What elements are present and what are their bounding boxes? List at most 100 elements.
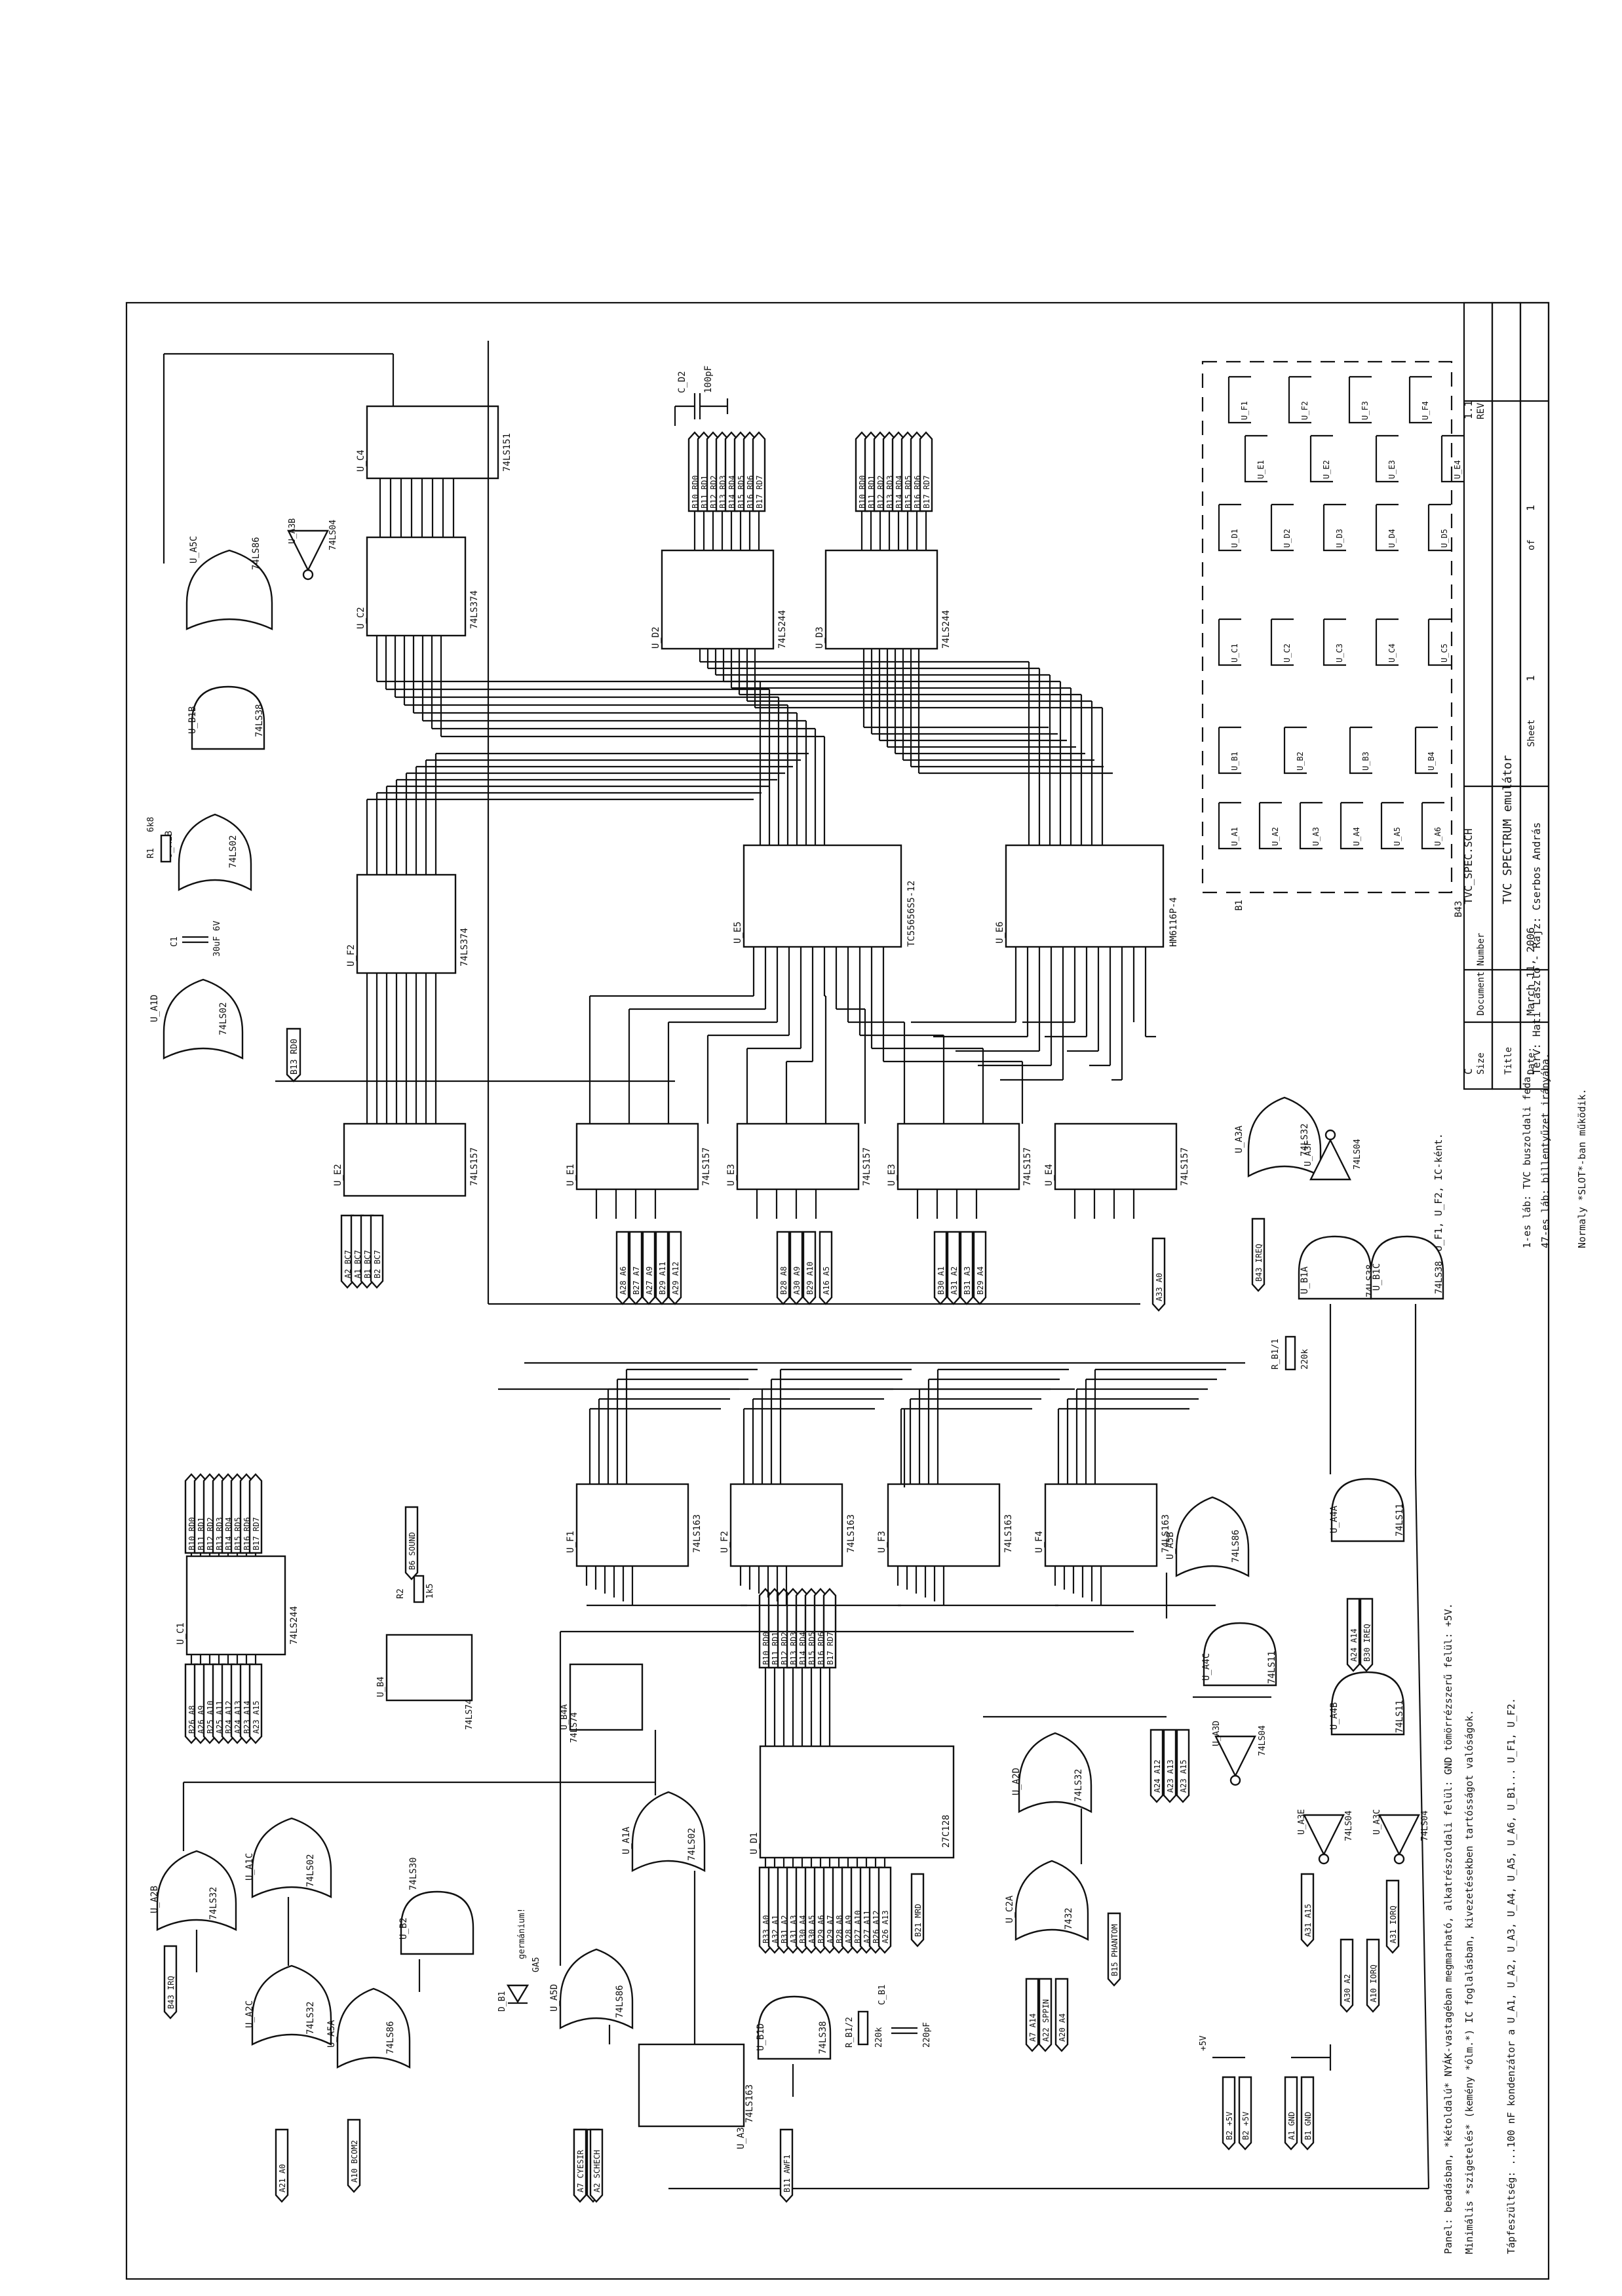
net-label-net8: A27 A9	[642, 1231, 656, 1305]
e6-ref: U_E6	[995, 921, 1005, 944]
a2c-type: 74LS32	[305, 2001, 316, 2035]
sheet-value: 1	[1524, 675, 1537, 681]
a5b-type: 74LS86	[1231, 1529, 1241, 1563]
b4-ref: U_B4	[376, 1677, 386, 1697]
net-label-b13-rd0: B13 RD0	[286, 1027, 301, 1082]
power-label: +5V	[1199, 2035, 1208, 2051]
resistor-rb11: R_B1/1 220k	[1271, 1335, 1310, 1371]
net-label-net28: A30 A2	[1340, 1938, 1354, 2013]
net-label-net32: A20 A4	[1054, 1978, 1069, 2052]
placement-u_f4: U_F4	[1421, 401, 1430, 420]
rd-mid-label-7-text: B17 RD7	[826, 1632, 835, 1665]
net-label-net31-text: A22 SPPIN	[1041, 1999, 1051, 2042]
addr-left-label-7-text: A23 A15	[252, 1700, 261, 1734]
chip-e3a: U_E3 74LS157	[726, 1122, 872, 1191]
net-label-net21: A24 A14	[1346, 1598, 1361, 1672]
f2c-ref: U_F2	[720, 1531, 730, 1553]
f3-type: 74LS163	[1003, 1514, 1014, 1553]
gate-a5c: U_A5C 74LS86	[185, 536, 273, 630]
date-label: Date:	[1526, 1047, 1537, 1075]
diode-db1: D_B1 GA5 germánium!	[497, 1908, 541, 2012]
net-label-net34-text: B6 SOUND	[408, 1532, 417, 1570]
gate-a2c: U_A2C 74LS32	[244, 1964, 332, 2046]
placement-u_d3: U_D3	[1335, 529, 1344, 548]
placement-u_f2: U_F2	[1300, 401, 1309, 420]
rd-bus-top2-label-7: B17 RD7	[919, 431, 933, 512]
b1d-type: 74LS38	[818, 2021, 828, 2054]
net-label-net17: B31 A3	[959, 1231, 974, 1305]
placement-u_a4: U_A4	[1352, 827, 1361, 846]
chip-c1: U_C1 74LS244	[176, 1555, 299, 1656]
rb12-value: 220k	[874, 2027, 884, 2048]
net-label-net41: A7 CYESIR	[573, 2128, 587, 2203]
a1a-ref: U_A1A	[621, 1826, 632, 1854]
note-5: 47-es láb: billentyűzet irányába.	[1539, 1053, 1551, 1248]
net-label-net22-text: B30 IREQ	[1362, 1624, 1372, 1662]
c4-type: 74LS151	[502, 433, 512, 472]
net-label-net47: B1 GND	[1300, 2076, 1315, 2151]
e2-type: 74LS157	[469, 1147, 480, 1186]
net-label-net19-text: A33 A0	[1155, 1273, 1164, 1301]
rb11-value: 220k	[1300, 1349, 1310, 1369]
a3-ref: U_A3	[736, 2127, 746, 2149]
note-7: U_F1, U_F2, IC-ként.	[1433, 1133, 1444, 1252]
a5d-ref: U_A5D	[549, 1984, 560, 2012]
net-label-net19: A33 A0	[1151, 1237, 1166, 1312]
of-value: 1	[1524, 505, 1537, 511]
rev-label: REV	[1476, 402, 1486, 419]
f1-type: 74LS163	[692, 1514, 703, 1553]
placement-u_b4: U_B4	[1427, 752, 1436, 771]
net-label-net37: A21 A0	[275, 2128, 289, 2203]
of-label: of	[1526, 539, 1537, 550]
e5-ref: U_E5	[733, 921, 743, 944]
f4-ref: U_F4	[1034, 1531, 1045, 1553]
gate-b2: U_B2 74LS30	[398, 1857, 474, 1955]
gate-b1d: U_B1D 74LS38	[756, 1995, 832, 2060]
net-label-net27-text: A31 IORQ	[1389, 1905, 1398, 1943]
gate-a1b: U_A1B 74LS02	[164, 813, 252, 892]
gate-c2a: U_C2A 7432	[1005, 1860, 1089, 1942]
c2a-ref: U_C2A	[1005, 1895, 1015, 1923]
notes-block: Panel: beadásban, *kétoldalú* NYÁK-vasta…	[1442, 1603, 1517, 2254]
e1-ref: U_E1	[566, 1164, 576, 1186]
placement-b1: B1	[1234, 900, 1245, 911]
f4-type: 74LS163	[1161, 1514, 1171, 1553]
a1c-type: 74LS02	[305, 1854, 316, 1887]
a4b-ref: U_A4B	[1329, 1702, 1340, 1730]
a5b-ref: U_A5B	[1165, 1532, 1176, 1559]
r2-value: 1k5	[425, 1584, 435, 1599]
placement-u_c3: U_C3	[1335, 643, 1344, 662]
gate-b1b: U_B1B 74LS38	[187, 685, 265, 750]
net-label-net10: A29 A12	[668, 1231, 682, 1305]
a3b-type: 74LS04	[328, 520, 338, 550]
gate-a3f: U_A3F 74LS04	[1303, 1129, 1362, 1181]
diode-value: GA5	[531, 1957, 541, 1972]
e4-type: 74LS157	[1180, 1147, 1190, 1186]
net-label-net29: A10 IORQ	[1366, 1938, 1380, 2013]
chip-f4: U_F4 74LS163	[1034, 1483, 1171, 1567]
title-label: Title	[1503, 1047, 1514, 1075]
net-label-net10-text: A29 A12	[671, 1261, 680, 1295]
note-4: 1-es láb: TVC buszoldali feda.	[1521, 1071, 1533, 1248]
f2c-type: 74LS163	[846, 1514, 857, 1553]
a1d-type: 74LS02	[218, 1002, 229, 1035]
placement-u_a5: U_A5	[1393, 827, 1402, 846]
net-label-net25: A23 A15	[1176, 1729, 1190, 1803]
net-label-net34: B6 SOUND	[404, 1506, 419, 1580]
net-label-net42-text: A2 SCHECH	[592, 2150, 602, 2192]
capacitor-cb1: C_B1 220pF	[878, 1985, 932, 2048]
note-3: Tápfeszültség: ...100 nF kondenzátor a U…	[1505, 1698, 1517, 2254]
b4a-type: 74LS74	[570, 1712, 579, 1743]
net-label-net38-text: A10 BCOM2	[350, 2140, 359, 2183]
rd-bus-top1-label-7: B17 RD7	[752, 431, 766, 512]
net-label-net45: B2 +5V	[1238, 2076, 1252, 2151]
net-label-net14-text: A16 A5	[822, 1267, 831, 1295]
net-label-net33: B15 PHANTOM	[1107, 1912, 1121, 1987]
e5-type: TC55656S5-12	[906, 881, 917, 947]
author-label: Terv: Hati László - Rajz: Cserbos András	[1530, 822, 1543, 1075]
b2-type: 74LS30	[408, 1857, 419, 1890]
net-label-net44-text: B2 +5V	[1225, 2112, 1234, 2140]
net-label-net24: A23 A13	[1163, 1729, 1177, 1803]
